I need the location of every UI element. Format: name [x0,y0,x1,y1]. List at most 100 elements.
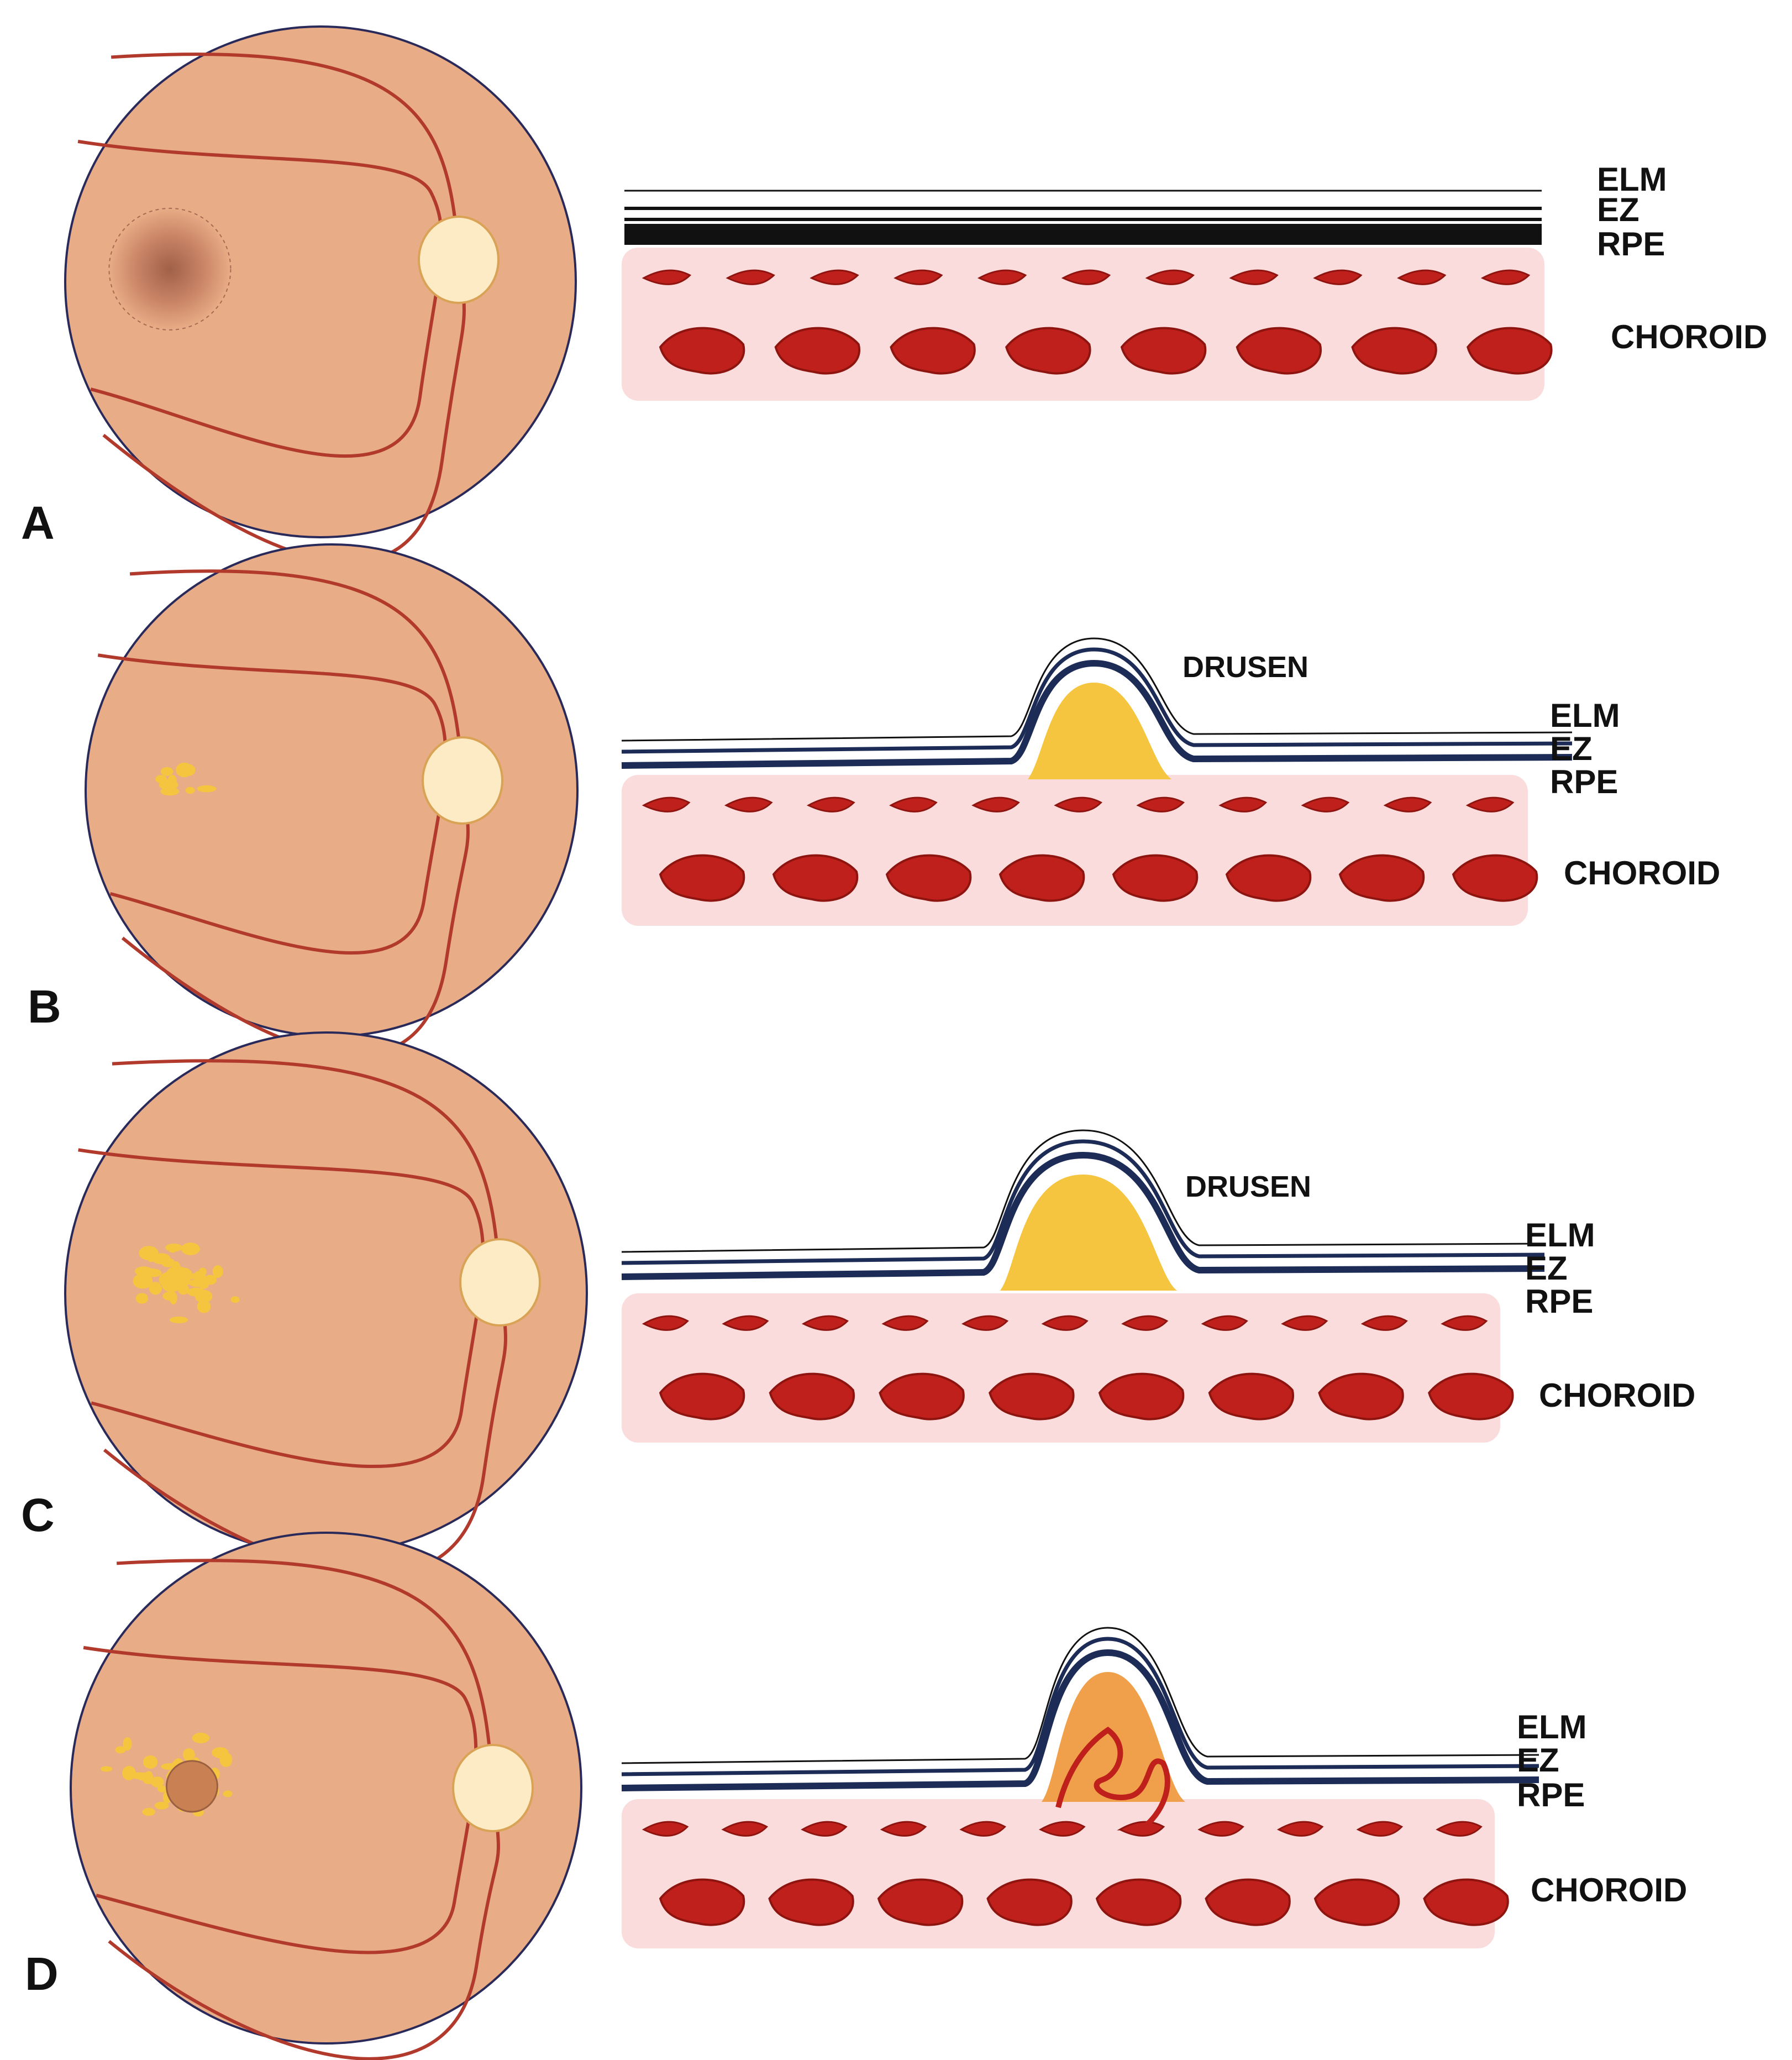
drusen-spot [115,1746,126,1754]
choroid-vessel [1452,854,1538,902]
choroid-vessel [659,854,745,902]
choroid-vessel [1197,1821,1244,1837]
fundus-illustration [85,543,579,1057]
choroid-vessel [772,854,859,902]
choroid-vessel [1465,796,1515,813]
drusen-spot [197,1299,211,1313]
choroid-vessel [1205,1878,1291,1926]
retinal-cross-section [621,1129,1545,1443]
rpe-label: RPE [1517,1776,1585,1813]
drusen-spot [172,1261,181,1276]
rpe-label: RPE [1550,763,1618,800]
ez-line [621,1139,1545,1265]
drusen-spot [195,1290,213,1303]
panel-letter: B [28,981,61,1032]
elm-line [621,1129,1545,1253]
choroid-vessel [961,1315,1009,1331]
drusen-spot [151,1776,164,1788]
drusen-spot [169,1291,177,1304]
choroid-vessel [1136,796,1185,813]
choroid-vessel [1120,327,1207,375]
choroid-vessel [977,269,1027,285]
choroid-vessel [722,1315,769,1331]
drusen-spot [197,785,217,793]
choroid-vessel [1005,327,1091,375]
drusen-spot [154,1801,169,1810]
choroid-vessel [877,1878,964,1926]
choroid-vessel [659,1878,745,1926]
choroid-vessel [880,1821,927,1837]
choroid-vessel [971,796,1020,813]
choroid-vessel [1145,269,1195,285]
choroid-label: CHOROID [1611,318,1767,355]
drusen-spot [160,787,180,796]
retinal-vessel-outer [108,1559,500,2060]
elm-line [621,637,1573,742]
drusen-spot [198,1267,207,1276]
choroid-vessel [1236,327,1322,375]
choroid-vessel [726,269,775,285]
drusen-deposit [1000,1175,1177,1291]
choroid-vessel [1201,1315,1248,1331]
drusen-deposit [1028,683,1171,779]
choroid-label: CHOROID [1539,1377,1695,1414]
drusen-spot [123,1737,132,1751]
drusen-spot [142,1807,155,1816]
choroid-vessel [999,854,1085,902]
choroid-vessel [1218,796,1268,813]
rpe-line [621,659,1573,769]
ez-label: EZ [1517,1742,1559,1779]
choroid-vessel [642,796,691,813]
fundus-illustration [64,1031,588,1577]
drusen-spot [212,1265,223,1278]
choroid-vessel [1054,796,1102,813]
choroid-vessel [1225,854,1312,902]
choroid-vessel [879,1372,965,1420]
choroid-vessel [1436,1821,1483,1837]
choroid-vessel [659,1372,745,1420]
ez-line [621,1637,1539,1776]
choroid-vessel [959,1821,1006,1837]
elm-label: ELM [1525,1217,1595,1254]
drusen-spot [182,1748,195,1762]
drusen-spot [192,1732,210,1743]
ez-line [621,647,1573,754]
choroid-vessel [1276,1821,1324,1837]
choroid-vessel [806,796,855,813]
choroid-vessel [989,1372,1075,1420]
drusen-label: DRUSEN [1183,651,1308,684]
choroid-vessel [1397,269,1447,285]
choroid-vessel [1208,1372,1295,1420]
choroid-vessel [1229,269,1279,285]
choroid-vessel [1098,1372,1185,1420]
fundus-circle [85,543,579,1037]
drusen-spot [185,787,195,794]
drusen-spot [149,1282,162,1295]
drusen-spot [136,1772,154,1781]
choroid-vessel [1480,269,1531,285]
choroid-vessel [1467,327,1553,375]
drusen-spot [223,1790,233,1797]
choroid-vessel [894,269,943,285]
drusen-spot [159,779,178,790]
choroid-vessel [1121,1315,1169,1331]
elm-label: ELM [1517,1708,1587,1746]
choroid-vessel [1041,1315,1089,1331]
choroid-vessel [768,1878,854,1926]
drusen-spot [160,767,174,776]
choroid-vessel [1423,1878,1509,1926]
choroid-vessel [1351,327,1437,375]
choroid-vessel [1112,854,1199,902]
panel-letter: C [21,1489,55,1541]
neovascular-vessel [1055,1726,1170,1832]
optic-disc [452,1744,534,1832]
rpe-line [621,1649,1539,1791]
drusen-spot [101,1766,113,1772]
choroid-vessel [1313,1878,1400,1926]
choroid-vessel [724,796,773,813]
elm-label: ELM [1597,161,1667,198]
choroid-vessel [1301,796,1350,813]
